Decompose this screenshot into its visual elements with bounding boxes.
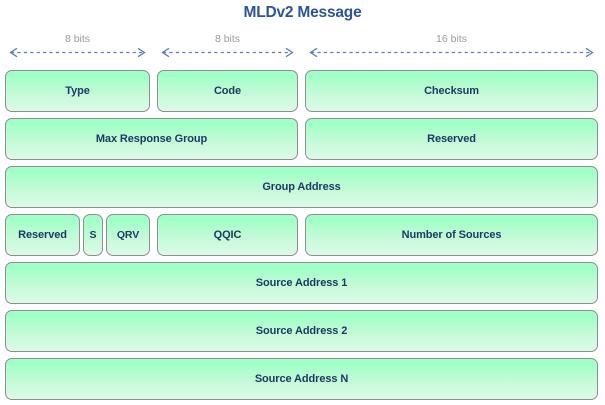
field-type: Type (5, 70, 150, 112)
field-max-response-group: Max Response Group (5, 118, 298, 160)
field-reserved: Reserved (305, 118, 598, 160)
field-qrv: QRV (106, 214, 150, 256)
field-checksum: Checksum (305, 70, 598, 112)
field-source-address-2: Source Address 2 (5, 310, 598, 352)
bit-width-marker-3: 16 bits (305, 33, 598, 59)
field-s: S (83, 214, 103, 256)
bit-width-marker-1: 8 bits (5, 33, 150, 59)
field-code: Code (157, 70, 298, 112)
bit-width-label: 8 bits (214, 33, 241, 45)
field-reserved: Reserved (5, 214, 80, 256)
double-arrow-icon (309, 47, 594, 58)
double-arrow-icon (9, 47, 146, 58)
packet-row-6: Source Address 2 (0, 310, 605, 352)
field-source-address-n: Source Address N (5, 358, 598, 400)
double-arrow-icon (161, 47, 294, 58)
bit-width-marker-2: 8 bits (157, 33, 298, 59)
bit-width-label: 8 bits (64, 33, 91, 45)
packet-row-7: Source Address N (0, 358, 605, 400)
bit-width-label: 16 bits (436, 33, 467, 45)
field-number-of-sources: Number of Sources (305, 214, 598, 256)
field-group-address: Group Address (5, 166, 598, 208)
packet-row-3: Group Address (0, 166, 605, 208)
packet-row-5: Source Address 1 (0, 262, 605, 304)
page-title: MLDv2 Message (243, 4, 362, 21)
field-source-address-1: Source Address 1 (5, 262, 598, 304)
field-qqic: QQIC (157, 214, 298, 256)
